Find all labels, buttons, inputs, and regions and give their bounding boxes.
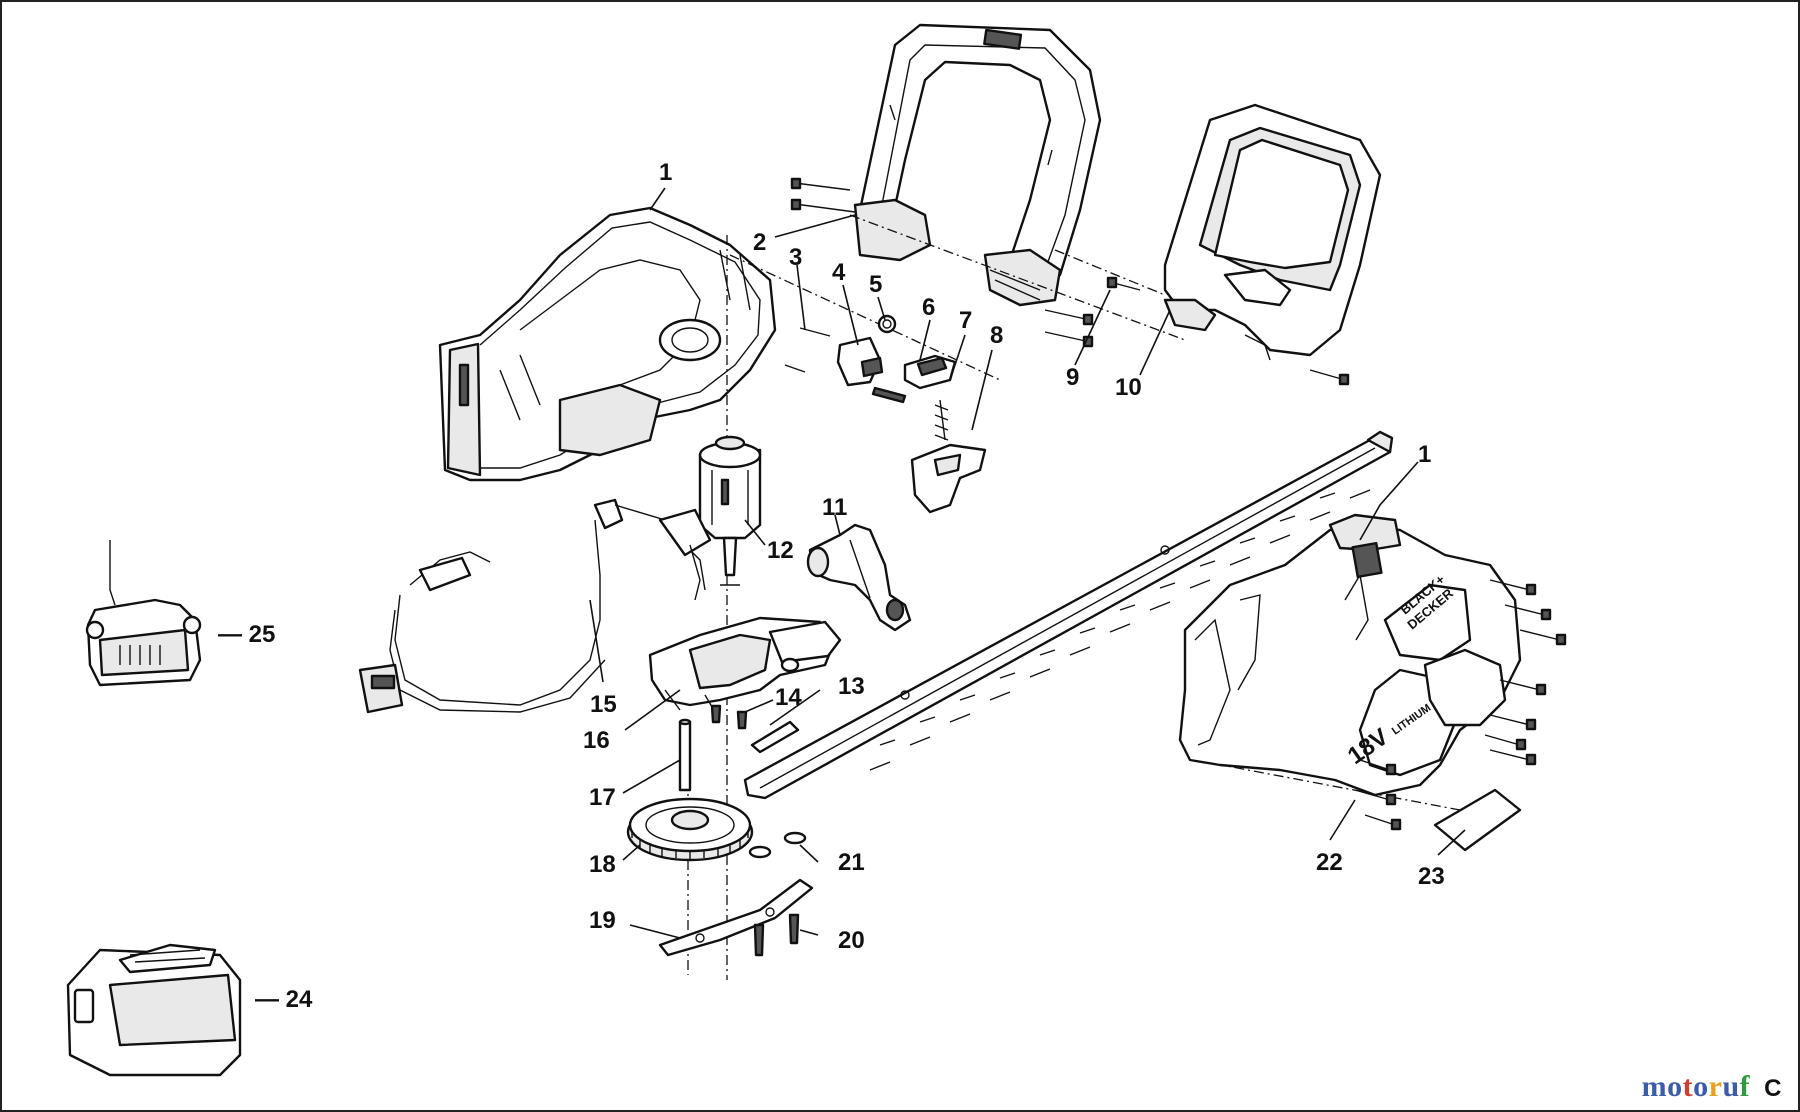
callout-6: 6 <box>922 294 935 321</box>
handle-screws <box>790 177 1350 386</box>
watermark-letter: o <box>1667 1070 1683 1103</box>
watermark-letter: o <box>1693 1070 1709 1103</box>
callout-13: 13 <box>838 673 865 700</box>
watermark-letter: u <box>1722 1070 1740 1103</box>
cutting-blade <box>743 430 1394 800</box>
leader-lines <box>589 187 1466 939</box>
callout-14: 14 <box>775 684 802 711</box>
callout-12: 12 <box>767 537 794 564</box>
callout-8: 8 <box>990 322 1003 349</box>
charger <box>85 540 202 687</box>
callout-22: 22 <box>1316 849 1343 876</box>
hand-guard <box>1163 103 1382 361</box>
callout-1a: 1 <box>659 159 672 186</box>
lock-off-lever <box>806 523 912 632</box>
wiring-harness <box>358 498 712 714</box>
corner-mark: C <box>1764 1075 1782 1102</box>
callout-21: 21 <box>838 849 865 876</box>
callout-20: 20 <box>838 927 865 954</box>
callout-7: 7 <box>959 307 972 334</box>
callout-19: 19 <box>589 907 616 934</box>
callout-9: 9 <box>1066 364 1079 391</box>
watermark-logo: motoruf C <box>1642 1070 1782 1104</box>
battery-pack <box>66 943 242 1077</box>
callout-3: 3 <box>789 244 802 271</box>
callout-2: 2 <box>753 229 766 256</box>
gear-screws-and-pin <box>678 704 748 792</box>
callout-23: 23 <box>1418 863 1445 890</box>
drive-gear <box>626 797 754 862</box>
callout-16: 16 <box>583 727 610 754</box>
callout-10: 10 <box>1115 374 1142 401</box>
callout-17: 17 <box>589 784 616 811</box>
housing-screws <box>1354 579 1567 831</box>
callout-4: 4 <box>832 259 846 286</box>
callout-labels: 1 1 2 3 4 5 6 7 8 9 10 11 12 13 14 15 16… <box>218 159 1445 1013</box>
watermark-letter: r <box>1708 1070 1723 1103</box>
motor <box>698 435 762 586</box>
callout-11: 11 <box>822 494 847 521</box>
rating-label <box>1433 788 1522 852</box>
main-housing <box>1178 513 1522 797</box>
callout-24: — 24 <box>255 986 313 1013</box>
callout-5: 5 <box>869 271 882 298</box>
watermark-letter: t <box>1682 1070 1694 1103</box>
handle-housing-left <box>438 206 777 482</box>
watermark-letter: m <box>1641 1070 1668 1103</box>
gear-case <box>648 616 842 713</box>
callout-18: 18 <box>589 851 616 878</box>
callout-15: 15 <box>590 691 617 718</box>
watermark-letter: f <box>1739 1070 1751 1103</box>
switch-parts <box>784 314 987 514</box>
callout-25: — 25 <box>218 621 275 648</box>
callout-1b: 1 <box>1418 441 1431 468</box>
fasteners-and-plate <box>658 831 814 957</box>
front-loop-handle <box>853 23 1102 307</box>
